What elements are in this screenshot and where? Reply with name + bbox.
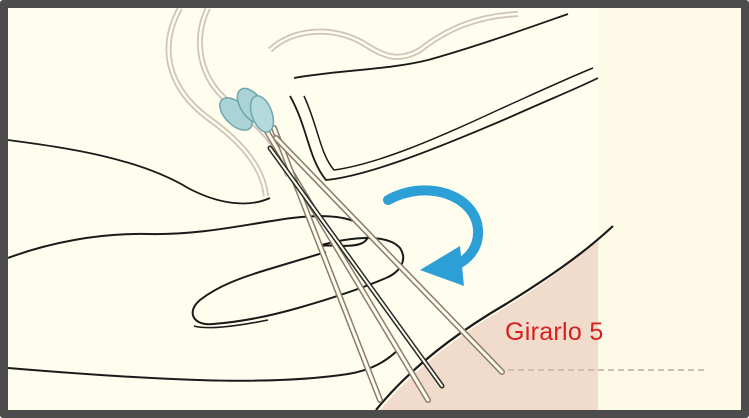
light-panel [598, 8, 741, 410]
curled-fingers [193, 252, 386, 324]
procedure-illustration [8, 8, 741, 410]
upper-contour [294, 14, 568, 78]
cervix-contour-outer [290, 78, 598, 180]
hand-upper-outline [8, 216, 356, 258]
rotation-caption: Girarlo 5 [505, 318, 604, 347]
thigh-outline [8, 140, 270, 203]
palm-outline [8, 348, 400, 381]
cervix-contour-inner [304, 68, 593, 170]
